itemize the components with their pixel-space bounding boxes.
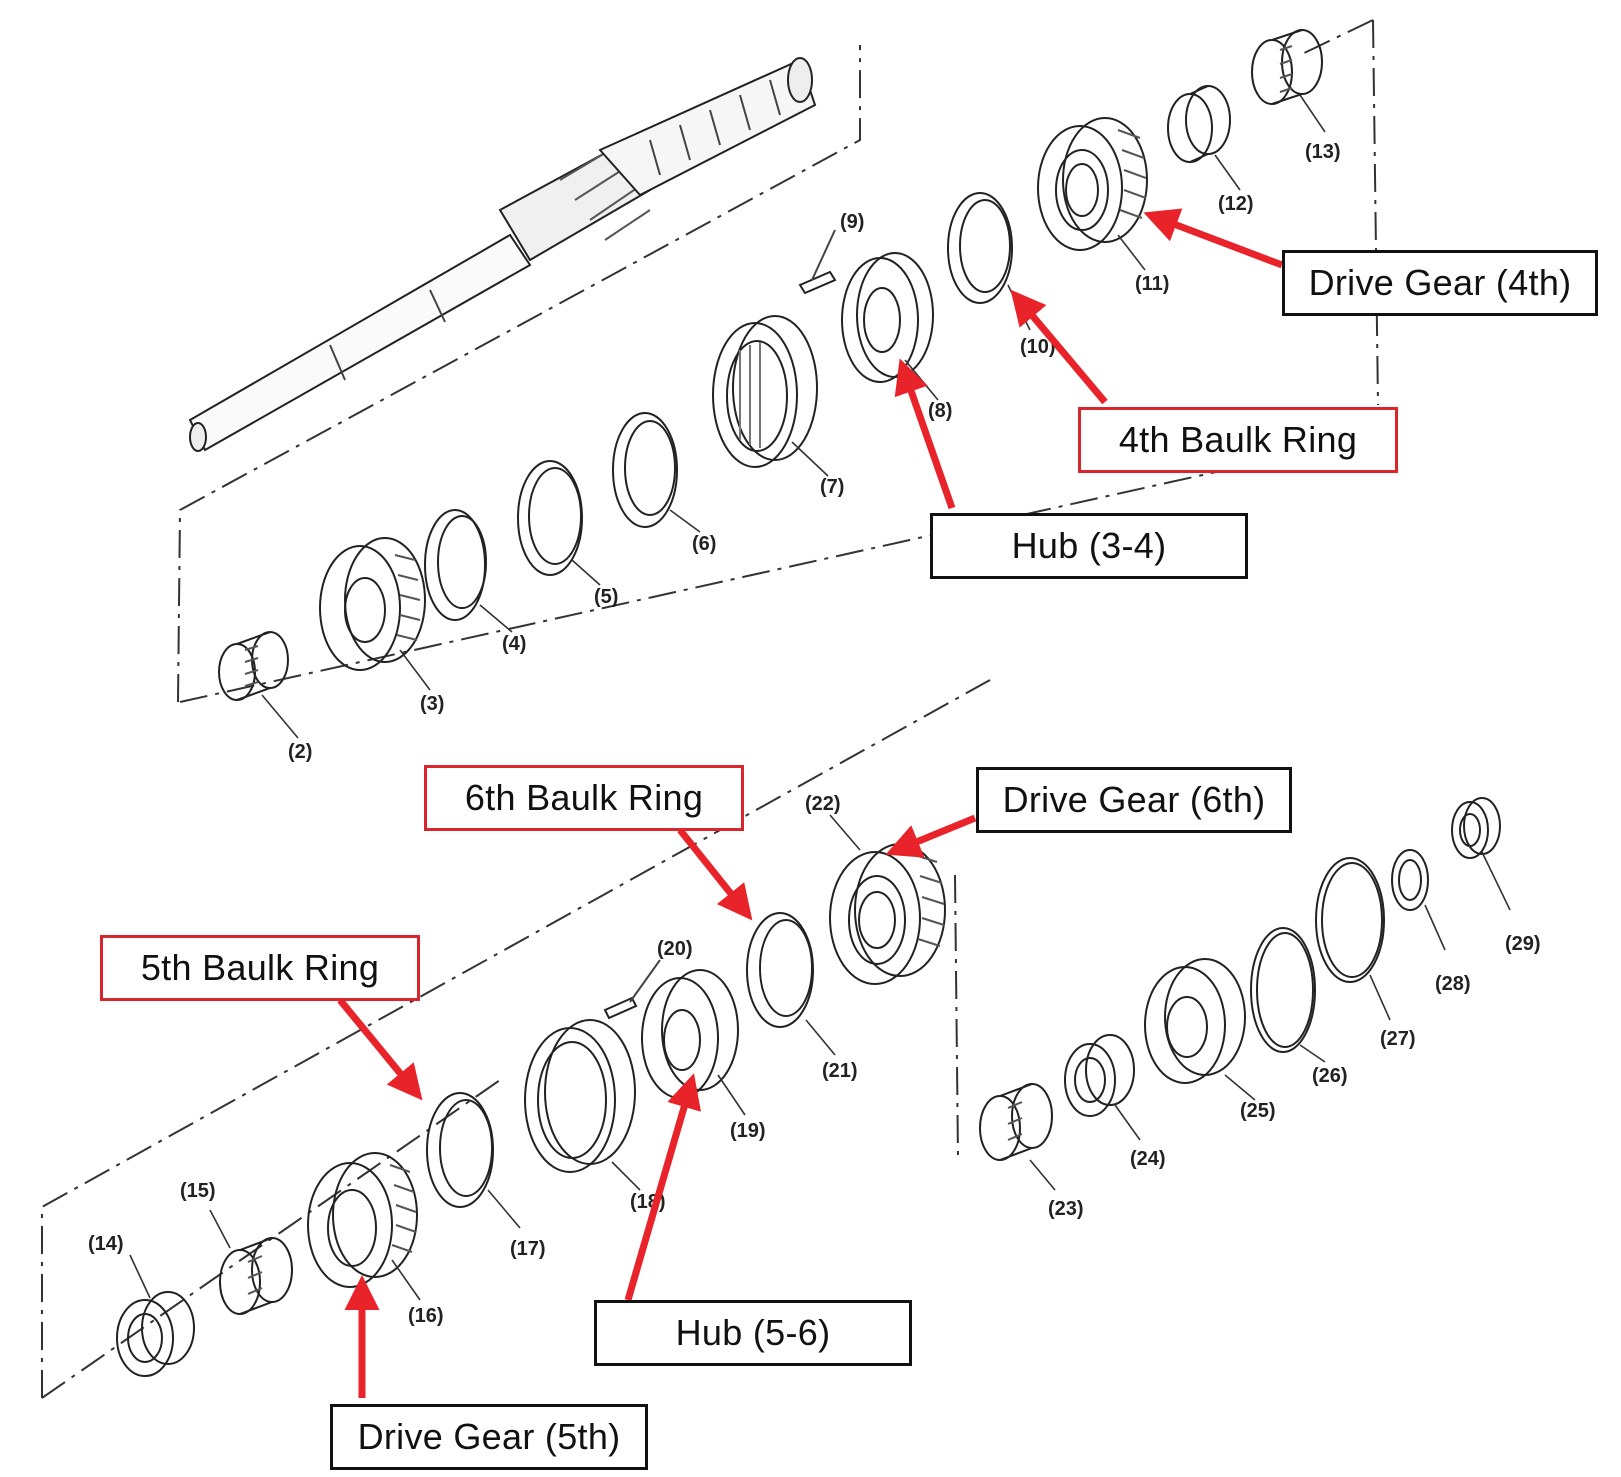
ring-5 bbox=[517, 460, 583, 576]
needle-bearing-2 bbox=[218, 631, 289, 701]
sleeve-7 bbox=[712, 315, 818, 468]
callout-5th-baulk-ring: 5th Baulk Ring bbox=[100, 935, 420, 1001]
part-number: (20) bbox=[657, 938, 693, 960]
part-number: (11) bbox=[1135, 273, 1169, 295]
part-number: (17) bbox=[510, 1238, 546, 1260]
part-number: (28) bbox=[1435, 973, 1471, 995]
part-number: (2) bbox=[288, 741, 312, 763]
part-number: (6) bbox=[692, 533, 716, 555]
arrow-baulk-ring-4th bbox=[1010, 289, 1108, 405]
leader-lines bbox=[129, 94, 1511, 1301]
part-number: (4) bbox=[502, 633, 526, 655]
bushing-24 bbox=[1064, 1034, 1135, 1117]
part-number: (27) bbox=[1380, 1028, 1416, 1050]
part-number: (16) bbox=[408, 1305, 444, 1327]
part-number: (10) bbox=[1020, 336, 1056, 358]
part-number: (15) bbox=[180, 1180, 216, 1202]
part-number: (19) bbox=[730, 1120, 766, 1142]
gear-16 bbox=[307, 1152, 418, 1288]
annotation-arrows bbox=[337, 208, 1284, 1398]
callout-4th-baulk-ring: 4th Baulk Ring bbox=[1078, 407, 1398, 473]
part-number: (25) bbox=[1240, 1100, 1276, 1122]
part-number: (29) bbox=[1505, 933, 1541, 955]
callout-6th-baulk-ring: 6th Baulk Ring bbox=[424, 765, 744, 831]
hub-8 bbox=[841, 252, 934, 383]
arrow-baulk-ring-5th bbox=[337, 997, 423, 1101]
needle-bearing-23 bbox=[979, 1083, 1053, 1161]
part-number: (7) bbox=[820, 476, 844, 498]
ring-27 bbox=[1315, 857, 1385, 983]
ring-21 bbox=[746, 912, 814, 1028]
key-20 bbox=[603, 959, 661, 1020]
ring-17 bbox=[426, 1092, 494, 1208]
arrow-baulk-ring-6th bbox=[677, 827, 753, 921]
callout-drive-gear-6th: Drive Gear (6th) bbox=[976, 767, 1292, 833]
bushing-12 bbox=[1167, 85, 1231, 163]
part-number: (3) bbox=[420, 693, 444, 715]
part-number: (26) bbox=[1312, 1065, 1348, 1087]
part-number: (8) bbox=[928, 400, 952, 422]
gear-11 bbox=[1037, 117, 1148, 251]
nut-29 bbox=[1451, 797, 1501, 859]
callout-hub-5-6: Hub (5-6) bbox=[594, 1300, 912, 1366]
ring-4 bbox=[424, 509, 487, 621]
main-shaft bbox=[188, 57, 817, 452]
callout-hub-3-4: Hub (3-4) bbox=[930, 513, 1248, 579]
part-number: (22) bbox=[805, 793, 841, 815]
ring-26 bbox=[1250, 927, 1316, 1053]
part-number: (24) bbox=[1130, 1148, 1166, 1170]
ring-10 bbox=[947, 192, 1013, 304]
bushing-14 bbox=[116, 1291, 195, 1377]
arrow-hub-3-4 bbox=[894, 358, 956, 510]
arrow-drive-gear-4th bbox=[1143, 208, 1284, 269]
washer-28 bbox=[1391, 849, 1429, 911]
callout-drive-gear-4th: Drive Gear (4th) bbox=[1282, 250, 1598, 316]
gear-3 bbox=[319, 537, 426, 671]
part-number: (21) bbox=[822, 1060, 858, 1082]
part-number-labels: (2) (3) (4) (5) (6) (7) (8) (9) (10) (11… bbox=[88, 141, 1541, 1327]
part-number: (5) bbox=[594, 586, 618, 608]
sleeve-18 bbox=[524, 1019, 636, 1173]
arrow-drive-gear-6th bbox=[885, 814, 977, 858]
ring-6 bbox=[612, 412, 678, 528]
key-9 bbox=[798, 229, 837, 295]
lower-row-parts bbox=[116, 797, 1501, 1377]
gear-25 bbox=[1144, 958, 1246, 1084]
part-number: (9) bbox=[840, 211, 864, 233]
part-number: (23) bbox=[1048, 1198, 1084, 1220]
callout-drive-gear-5th: Drive Gear (5th) bbox=[330, 1404, 648, 1470]
needle-bearing-13 bbox=[1251, 29, 1323, 105]
upper-row-parts bbox=[218, 29, 1323, 701]
arrow-hub-5-6 bbox=[624, 1073, 701, 1301]
part-number: (13) bbox=[1305, 141, 1341, 163]
part-number: (14) bbox=[88, 1233, 124, 1255]
part-number: (12) bbox=[1218, 193, 1254, 215]
needle-bearing-15 bbox=[219, 1237, 293, 1315]
hub-19 bbox=[641, 969, 739, 1099]
gear-22 bbox=[829, 843, 946, 985]
